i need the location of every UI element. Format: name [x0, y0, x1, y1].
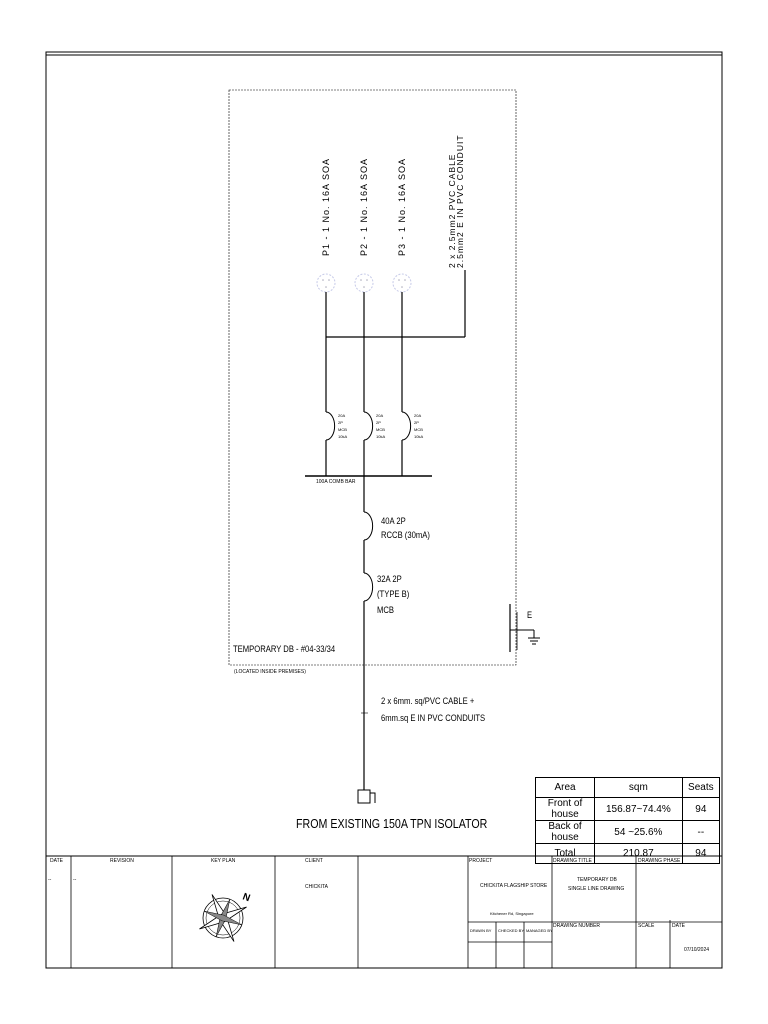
client-value: CHICKITA [305, 884, 328, 890]
source-label: FROM EXISTING 150A TPN ISOLATOR [296, 816, 488, 831]
drawing-title-line1: TEMPORARY DB [577, 877, 617, 883]
date2-value: 07/10/2024 [684, 947, 710, 953]
cable-note-line2: 2.5mm2 E IN PVC CONDUIT [455, 134, 465, 268]
outlet-label-p3: P3 - 1 No. 16A SOA [397, 157, 407, 256]
db-name: TEMPORARY DB - #04-33/34 [233, 644, 336, 654]
outlet-symbol-p2 [354, 273, 374, 293]
svg-text:N: N [241, 891, 252, 904]
date-value: -- [48, 877, 52, 883]
project-value: CHICKITA FLAGSHIP STORE [480, 883, 548, 889]
outlet-symbol-p3 [392, 273, 412, 293]
earth-label: E [527, 610, 533, 620]
outlet-label-p1: P1 - 1 No. 16A SOA [321, 157, 331, 256]
rccb-line2: RCCB (30mA) [381, 530, 430, 540]
area-table-row: Front of house 156.87~74.4% 94 [534, 797, 721, 821]
checked-by-label: CHECKED BY [498, 928, 525, 933]
managed-by-label: MANAGED BY [526, 928, 553, 933]
client-label: CLIENT [305, 858, 323, 864]
key-plan-label: KEY PLAN [211, 858, 236, 864]
main-mcb-line2: (TYPE B) [377, 589, 410, 599]
drawn-by-label: DRAWN BY [470, 928, 492, 933]
compass-rose-icon: N [199, 891, 252, 942]
comb-bar-label: 100A COMB BAR [316, 479, 356, 485]
date-label: DATE [50, 858, 63, 864]
feeder-line1: 2 x 6mm. sq/PVC CABLE + [381, 696, 475, 706]
revision-label: REVISION [110, 858, 134, 864]
outlet-label-p2: P2 - 1 No. 16A SOA [359, 157, 369, 256]
rccb-line1: 40A 2P [381, 516, 406, 526]
drawing-title-label: DRAWING TITLE [553, 858, 592, 864]
scale-label: SCALE [638, 923, 655, 929]
main-mcb-line1: 32A 2P [377, 574, 402, 584]
drawing-phase-label: DRAWING PHASE [638, 858, 681, 864]
main-mcb-line3: MCB [377, 605, 394, 615]
db-location: (LOCATED INSIDE PREMISES) [234, 669, 306, 675]
project-address: Kitchener Rd, Singapore [490, 911, 534, 916]
area-table: Area sqm Seats Front of house 156.87~74.… [534, 777, 721, 864]
outlet-symbol-p1 [316, 273, 336, 293]
drawing-number-label: DRAWING NUMBER [553, 923, 601, 929]
revision-value: -- [73, 877, 77, 883]
area-table-row: Total 210.87 94 [534, 843, 721, 864]
feeder-line2: 6mm.sq E IN PVC CONDUITS [381, 713, 486, 723]
project-label: PROJECT [469, 858, 493, 864]
drawing-title-line2: SINGLE LINE DRAWING [568, 886, 625, 892]
area-table-header: Area sqm Seats [534, 777, 721, 798]
date2-label: DATE [672, 923, 685, 929]
area-table-row: Back of house 54 ~25.6% -- [534, 820, 721, 844]
